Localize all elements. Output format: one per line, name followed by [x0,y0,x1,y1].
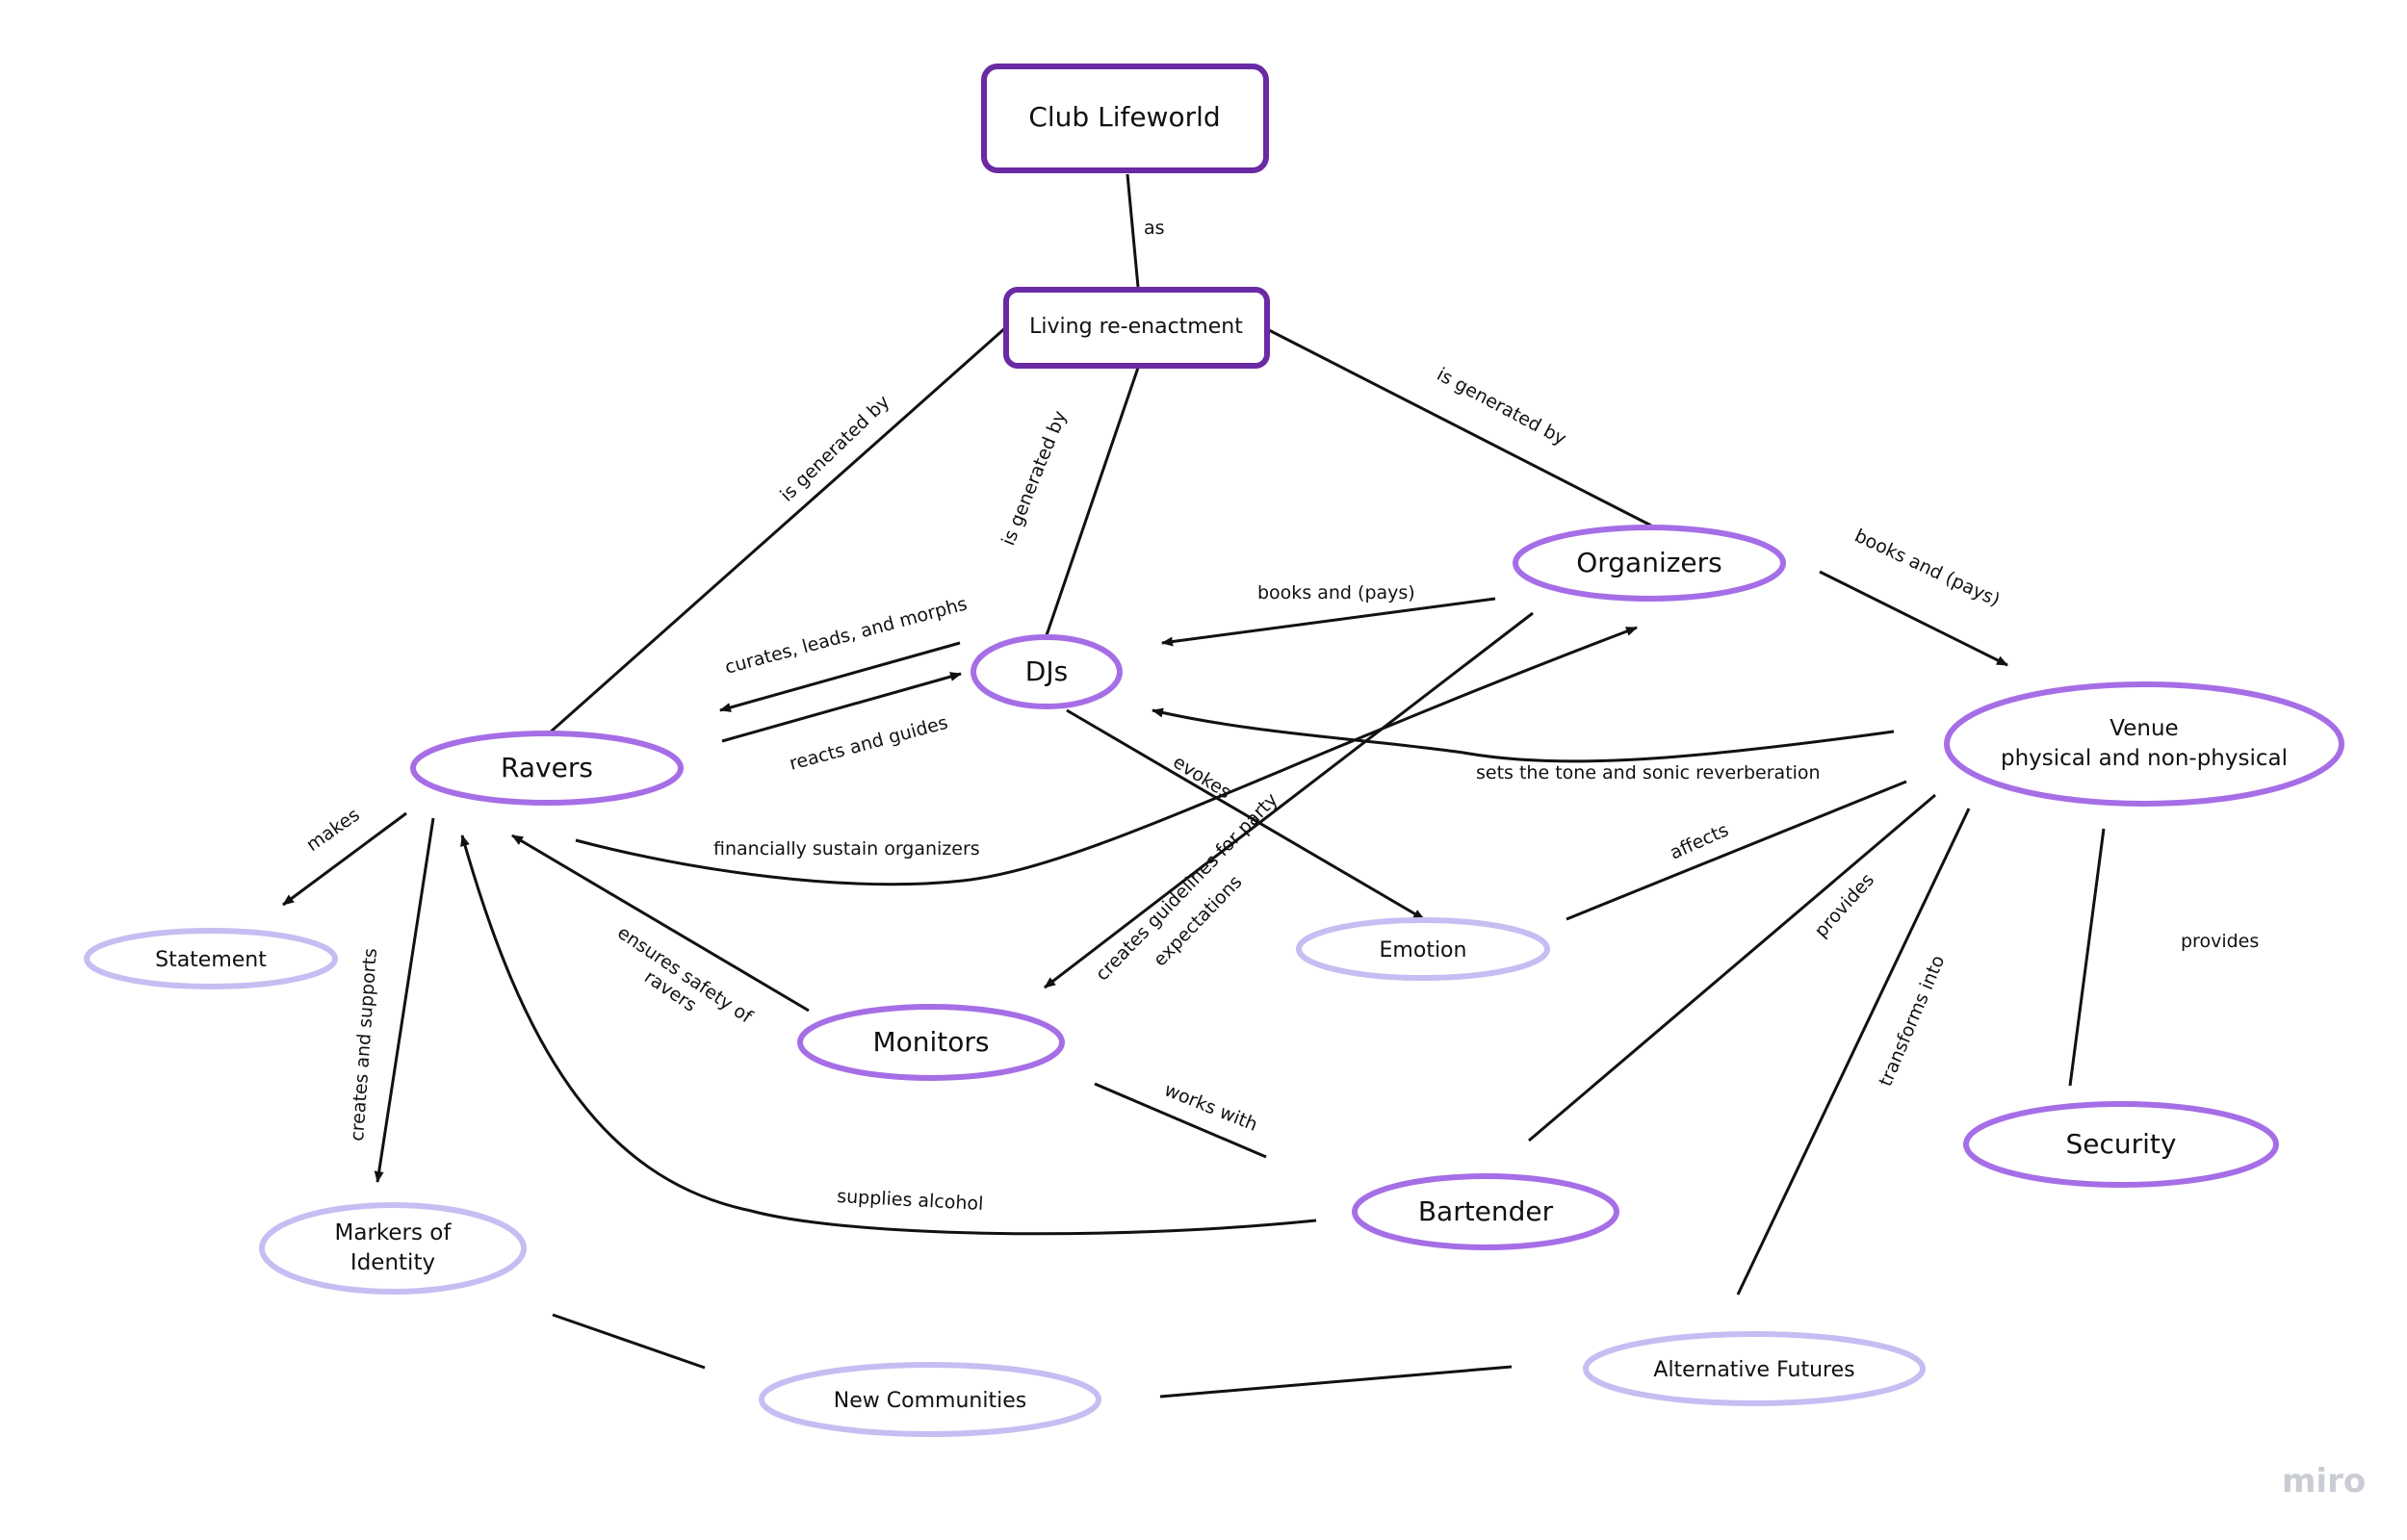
node-monitors-label: Monitors [872,1026,989,1058]
node-club-lifeworld-label: Club Lifeworld [1028,101,1220,133]
label-as: as [1144,218,1165,239]
edge-bartender-supplies-ravers [460,834,1317,1236]
node-markers-of-identity[interactable]: Markers of Identity [259,1202,527,1295]
label-ravers-generated: is generated by [776,391,893,505]
node-ravers[interactable]: Ravers [410,731,684,806]
label-guidelines-line1: creates guidelines for party [1092,789,1282,986]
node-venue[interactable]: Venue physical and non-physical [1944,681,2344,807]
edge-living-to-ravers [548,325,1007,735]
node-new-communities[interactable]: New Communities [759,1362,1101,1437]
node-alternative-futures-label: Alternative Futures [1653,1358,1854,1382]
label-creates-supports: creates and supports [347,947,381,1142]
edge-organizers-books-djs [1161,597,1496,647]
label-works-with: works with [1161,1079,1260,1136]
node-club-lifeworld[interactable]: Club Lifeworld [981,64,1269,173]
edge-djs-curates-ravers [719,641,961,712]
label-organizers-generated: is generated by [1434,364,1570,449]
nodes: Club Lifeworld Living re-enactment Organ… [84,64,2344,1437]
edges [282,173,2106,1399]
edge-ravers-creates-markers [374,817,435,1183]
edge-ravers-financially-organizers [575,626,1638,886]
edge-ravers-makes-statement [282,811,407,907]
node-statement-label: Statement [155,948,267,972]
edge-ravers-reacts-djs [721,672,962,743]
edge-venue-sets-tone-djs [1152,707,1895,763]
label-djs-generated: is generated by [997,408,1071,549]
node-djs-label: DJs [1025,655,1068,687]
edge-organizers-guidelines-monitors [1044,611,1534,989]
node-security[interactable]: Security [1963,1101,2279,1188]
label-supplies: supplies alcohol [837,1186,984,1215]
edge-markers-new-communities [552,1313,706,1370]
edge-djs-evokes-emotion [1066,708,1425,921]
node-living-reenactment[interactable]: Living re-enactment [1003,287,1270,369]
node-venue-label-line1: Venue [2109,716,2178,741]
node-djs[interactable]: DJs [971,634,1123,709]
node-bartender-label: Bartender [1418,1195,1554,1227]
edge-living-to-organizers [1268,328,1652,527]
node-living-reenactment-label: Living re-enactment [1029,315,1243,339]
label-financially: financially sustain organizers [713,838,980,860]
node-bartender[interactable]: Bartender [1352,1173,1619,1250]
label-transforms: transforms into [1875,952,1949,1090]
label-sets-tone: sets the tone and sonic reverberation [1476,762,1821,783]
edge-emotion-affects-venue [1566,780,1907,921]
edge-club-to-living [1126,173,1140,288]
edge-monitors-ensures-ravers [511,834,810,1013]
node-markers-label-line2: Identity [350,1250,435,1275]
label-makes: makes [302,804,363,856]
label-books-djs: books and (pays) [1257,582,1415,603]
node-new-communities-label: New Communities [834,1389,1026,1413]
edge-venue-provides-security [2068,828,2106,1087]
node-emotion-label: Emotion [1380,938,1467,962]
edge-living-to-djs [1045,367,1140,636]
edge-venue-transforms-futures [1736,808,1971,1296]
node-emotion[interactable]: Emotion [1296,917,1550,981]
node-security-label: Security [2066,1128,2177,1160]
node-organizers-label: Organizers [1576,547,1722,578]
node-alternative-futures[interactable]: Alternative Futures [1583,1331,1926,1406]
edge-new-communities-futures [1159,1365,1513,1399]
label-provides-bartender: provides [1810,869,1878,941]
miro-watermark: miro [2282,1462,2366,1501]
node-ravers-label: Ravers [501,752,593,783]
node-statement[interactable]: Statement [84,928,338,989]
label-curates: curates, leads, and morphs [723,593,970,678]
node-venue-label-line2: physical and non-physical [2001,746,2288,771]
node-organizers[interactable]: Organizers [1513,525,1786,602]
node-monitors[interactable]: Monitors [797,1004,1065,1081]
edge-monitors-works-with-bartender [1094,1082,1267,1159]
edge-organizers-books-venue [1819,570,2008,667]
label-provides-security: provides [2181,931,2259,952]
node-markers-label-line1: Markers of [335,1220,453,1245]
label-reacts: reacts and guides [788,712,950,775]
edge-venue-provides-bartender [1528,793,1936,1142]
